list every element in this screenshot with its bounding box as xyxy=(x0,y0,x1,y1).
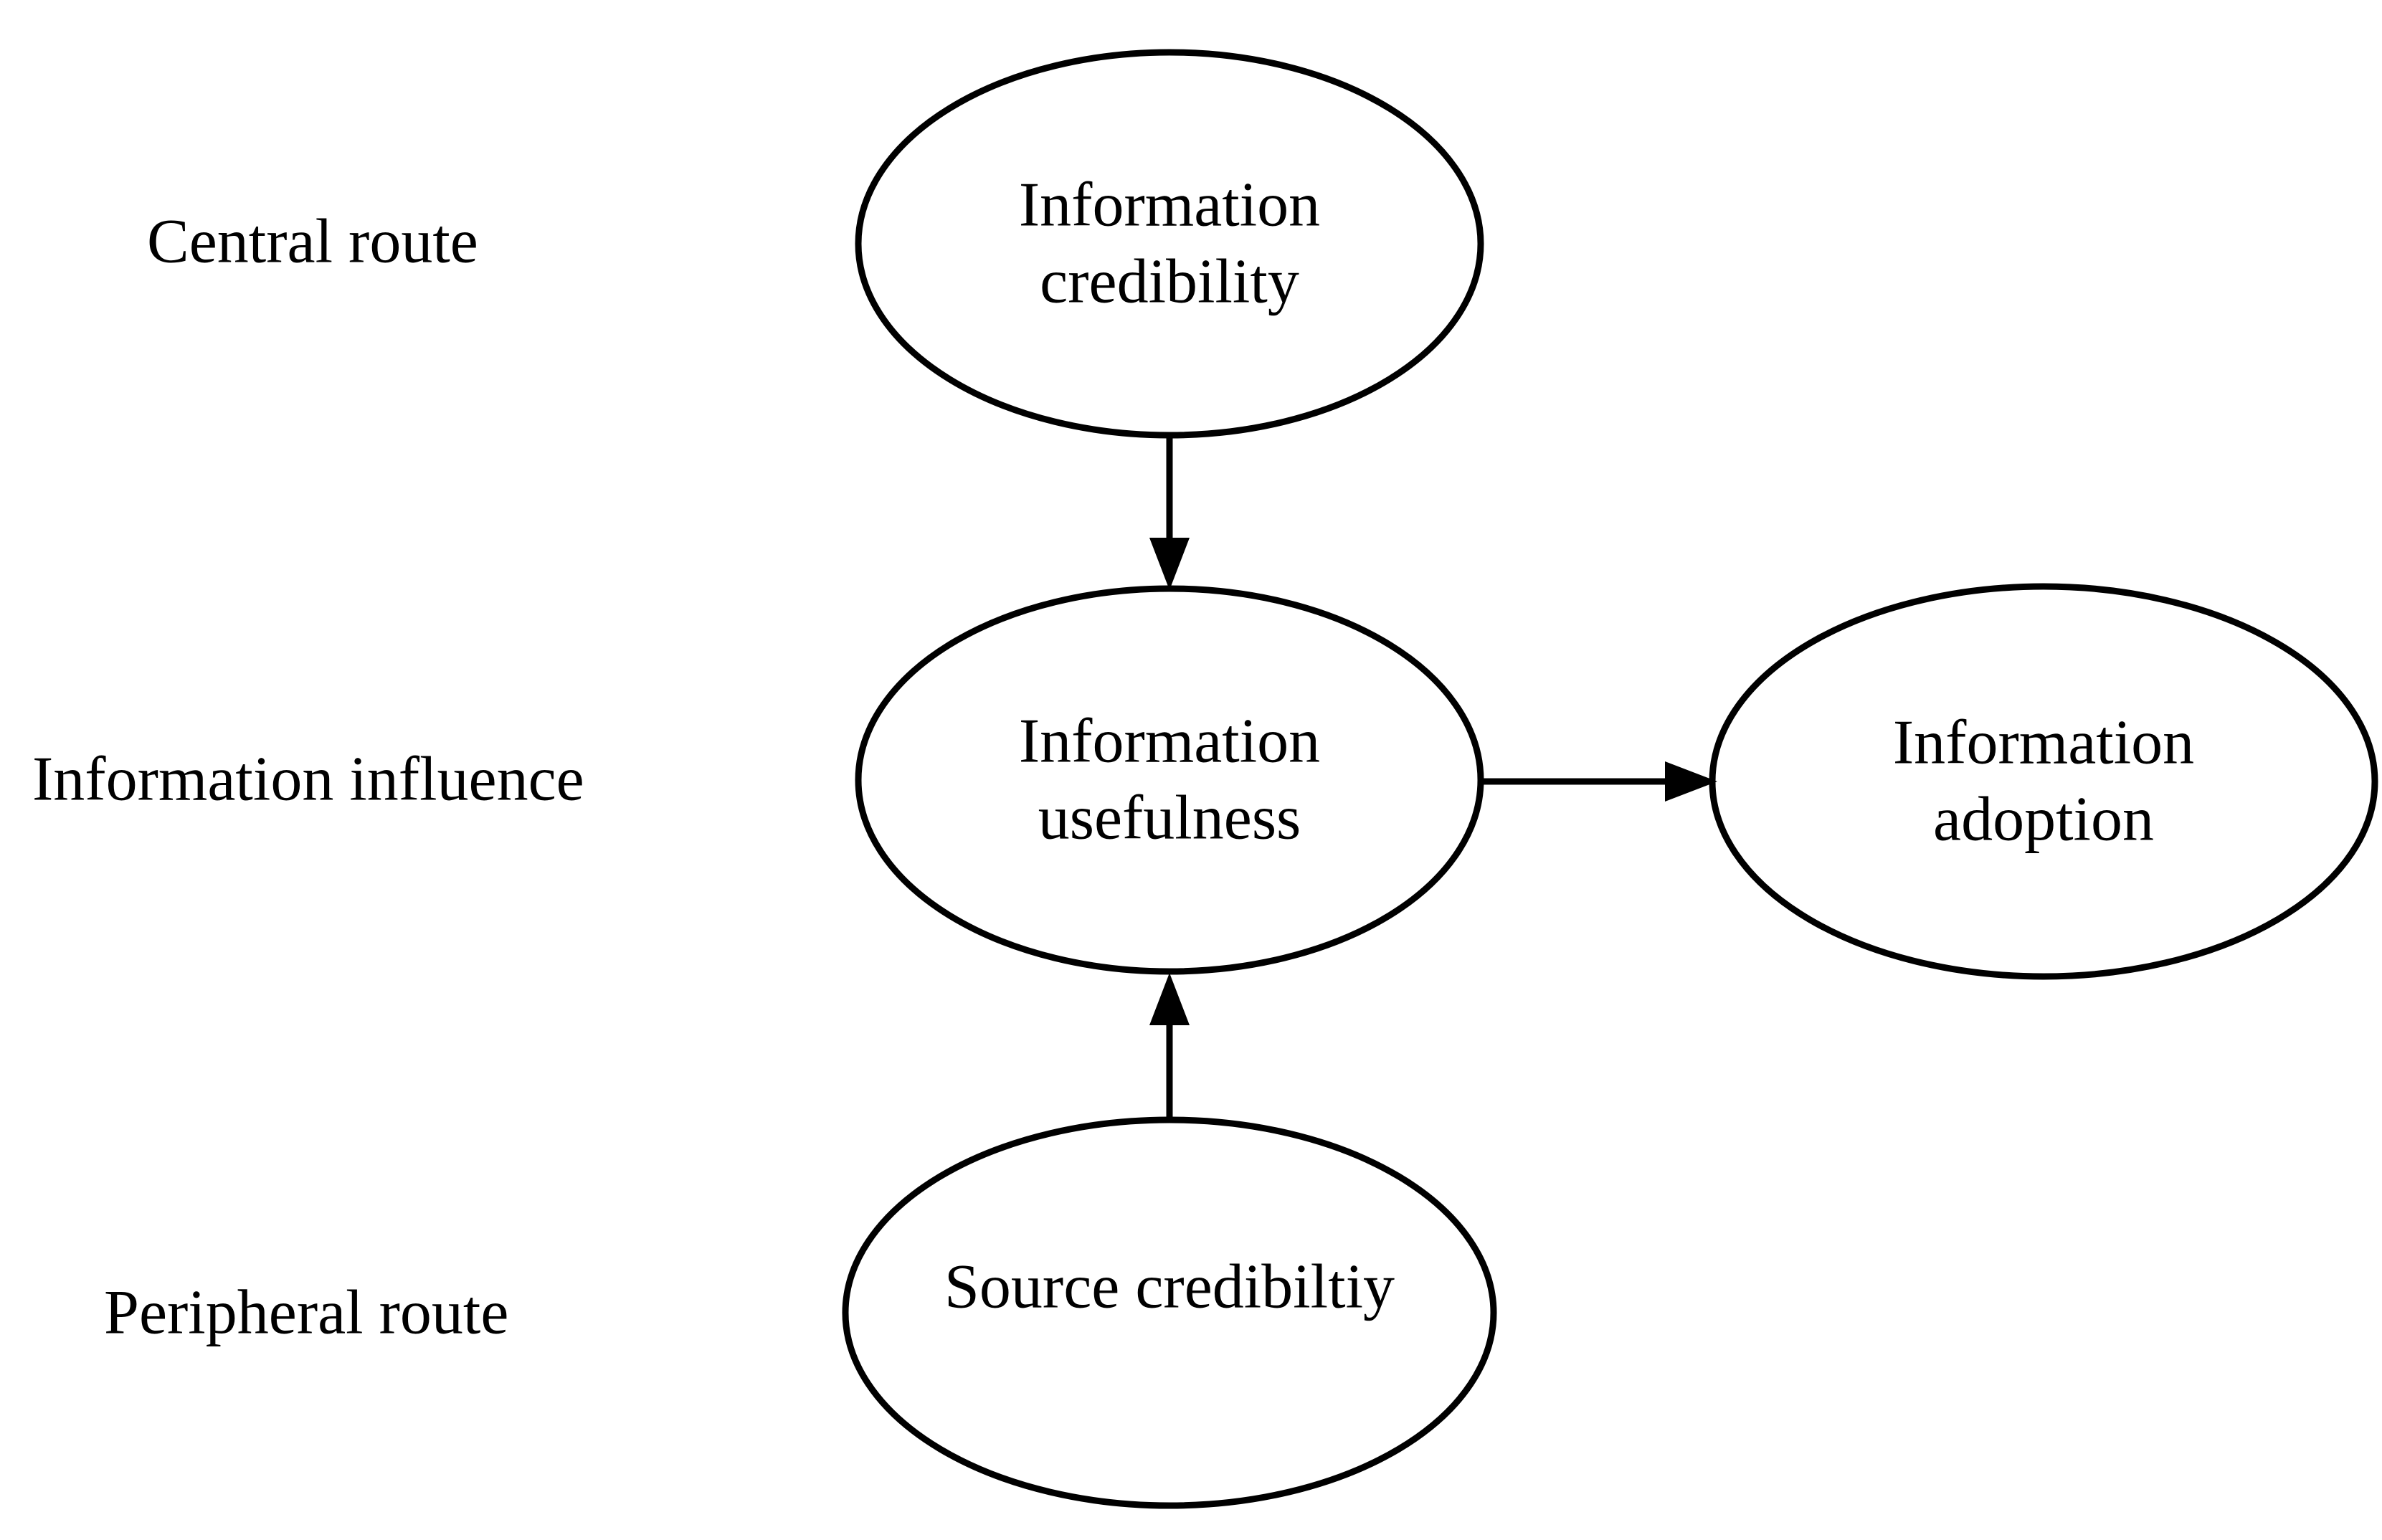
row-label-central-route: Central route xyxy=(147,206,478,277)
node-label-source-credibility: Source credibiltiy xyxy=(944,1252,1395,1322)
row-label-information-influence: Information influence xyxy=(32,744,584,814)
arrowhead-up-icon xyxy=(1149,973,1190,1025)
node-label-information-credibility: Information credibility xyxy=(1018,170,1321,317)
node-label-information-usefulness: Information usefulness xyxy=(1018,706,1321,853)
arrowhead-right-icon xyxy=(1665,761,1717,802)
edge-usefulness-to-adoption xyxy=(1481,761,1717,802)
row-label-peripheral-route: Peripheral route xyxy=(104,1278,509,1348)
edge-credibility-to-usefulness xyxy=(1149,435,1190,590)
arrowhead-down-icon xyxy=(1149,538,1190,590)
edge-source-to-usefulness xyxy=(1149,973,1190,1120)
node-label-information-adoption: Information adoption xyxy=(1892,708,2195,855)
